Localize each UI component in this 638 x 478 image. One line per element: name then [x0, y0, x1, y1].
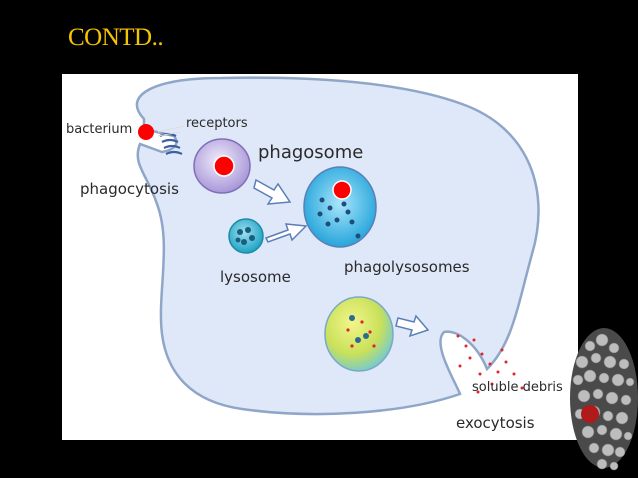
phagolysosome-vesicle — [303, 166, 377, 248]
lysosome-vesicle — [228, 218, 264, 254]
soluble-debris-specks — [456, 334, 524, 394]
label-lysosome: lysosome — [220, 268, 291, 286]
label-receptors: receptors — [186, 116, 248, 131]
bacterium-graphic — [138, 124, 154, 140]
label-soluble-debris: soluble debris — [472, 380, 563, 395]
decorative-cell-cluster-image — [570, 328, 638, 471]
label-exocytosis: exocytosis — [456, 414, 535, 432]
pointer-line — [157, 131, 181, 137]
label-bacterium: bacterium — [66, 122, 133, 137]
label-phagolysosomes: phagolysosomes — [344, 258, 470, 276]
cell-diagram-svg — [135, 76, 540, 416]
digestion-vesicle — [324, 296, 394, 372]
label-phagocytosis: phagocytosis — [80, 180, 179, 198]
slide-title: CONTD.. — [68, 24, 164, 51]
arrow-lysosome-to-phagolysosome — [264, 223, 308, 243]
phagocytosis-diagram-panel: bacterium receptors phagosome phagocytos… — [62, 74, 578, 440]
label-phagosome: phagosome — [258, 142, 364, 163]
arrow-to-exocytosis — [395, 314, 430, 338]
arrow-phagosome-to-phagolysosome — [253, 178, 292, 205]
